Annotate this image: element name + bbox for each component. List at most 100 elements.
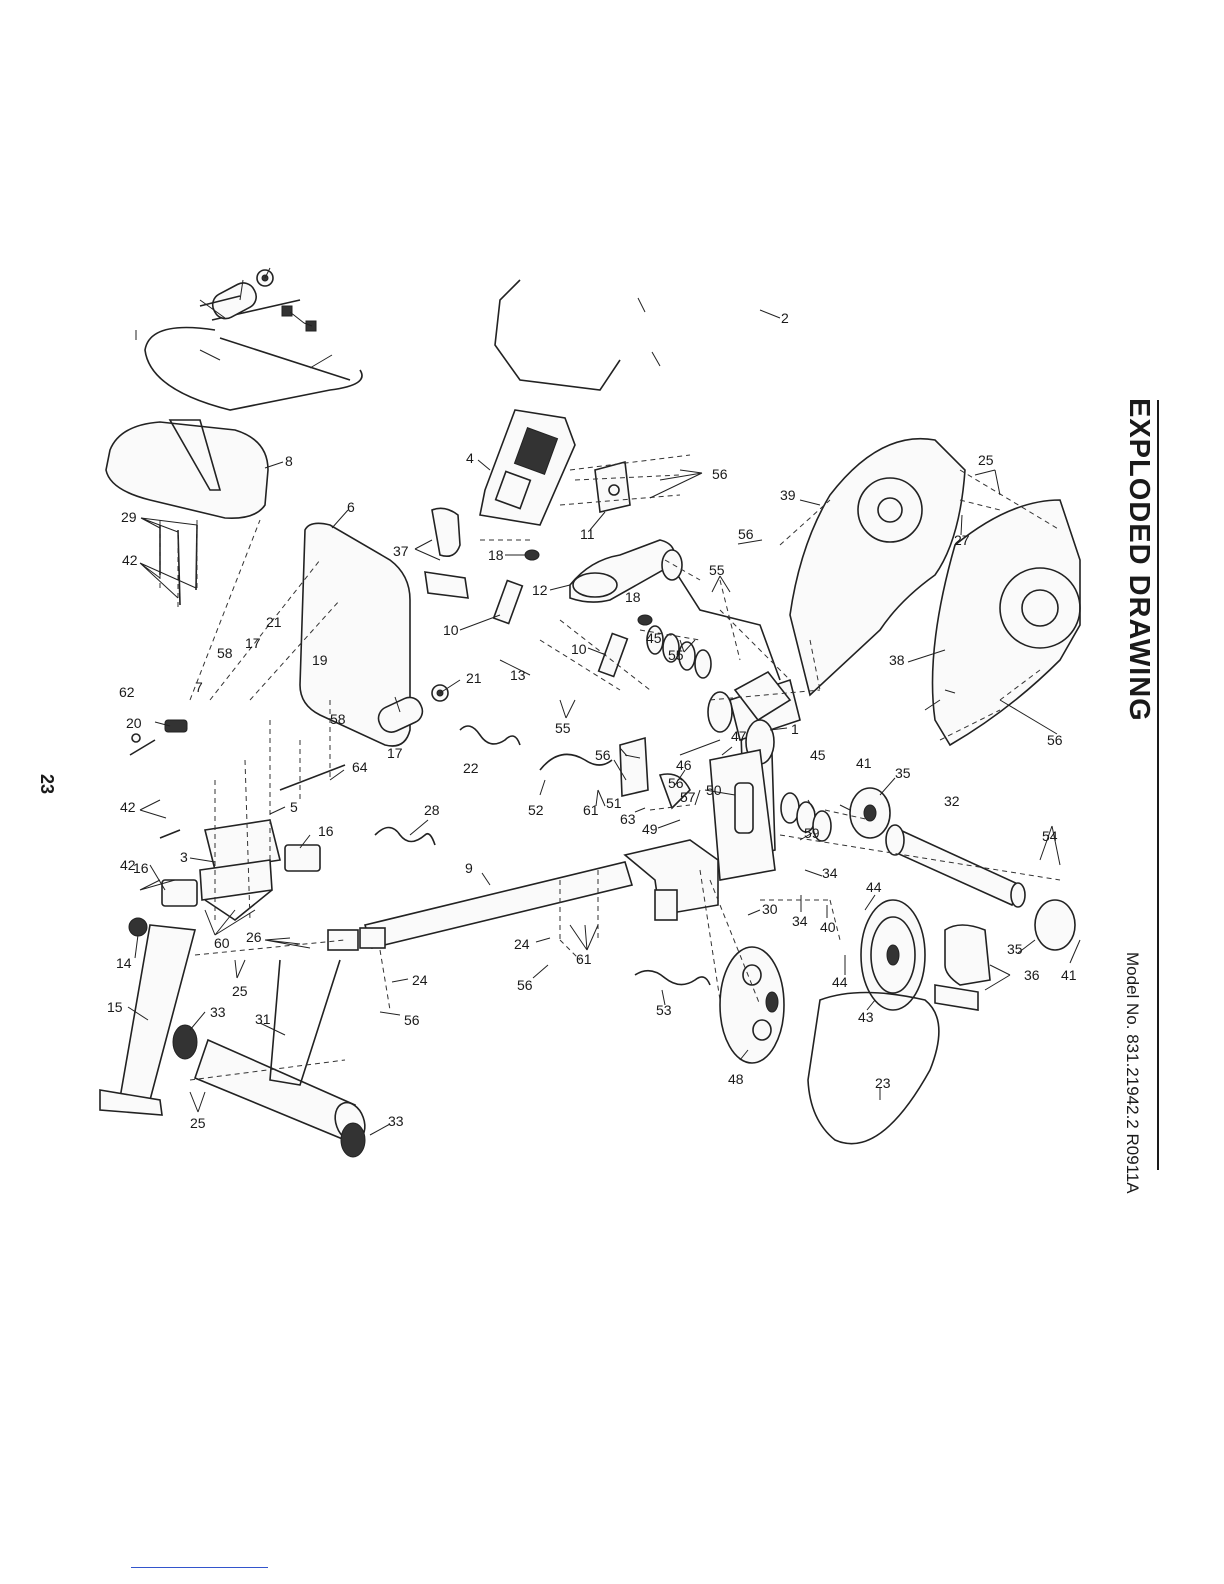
callout-42-c: 42 <box>120 857 136 873</box>
callouts: 8 6 29 42 21 17 58 19 62 7 58 20 17 21 6… <box>107 310 1077 1131</box>
pulley-43 <box>860 899 926 1011</box>
callout-35-b: 35 <box>1007 941 1023 957</box>
callout-58-a: 58 <box>217 645 233 661</box>
leveling-foot-14 <box>128 917 148 937</box>
crank-housing <box>709 719 776 881</box>
frame-connector <box>623 839 719 921</box>
upright-plate-2 <box>733 670 792 722</box>
callout-19: 19 <box>312 652 328 668</box>
callout-44-a: 44 <box>866 879 882 895</box>
seat-carriage-3 <box>199 819 281 921</box>
bearing-stack-45 <box>646 625 832 842</box>
wire-harnesses-22-28-53 <box>374 725 711 986</box>
callout-17-b: 17 <box>387 745 403 761</box>
shroud-38 <box>931 499 1081 747</box>
callout-56-d: 56 <box>517 977 533 993</box>
callout-24-b: 24 <box>412 972 428 988</box>
callout-9: 9 <box>465 860 473 876</box>
callout-3: 3 <box>180 849 188 865</box>
callout-40: 40 <box>820 919 836 935</box>
callout-11: 11 <box>580 526 595 542</box>
callout-7: 7 <box>195 679 203 695</box>
callout-47: 47 <box>731 728 747 744</box>
callout-22: 22 <box>463 760 479 776</box>
callout-61-b: 61 <box>576 951 592 967</box>
magnet-bracket-51-46 <box>619 736 691 810</box>
end-caps-33 <box>172 1024 366 1158</box>
callout-28: 28 <box>424 802 440 818</box>
callout-35-a: 35 <box>895 765 911 781</box>
callout-17-a: 17 <box>245 635 261 651</box>
end-caps-16-20 <box>161 719 321 907</box>
callout-39: 39 <box>780 487 796 503</box>
callout-48: 48 <box>728 1071 744 1087</box>
callout-21-a: 21 <box>266 614 282 630</box>
leader-lines <box>127 267 1081 1136</box>
callout-56-e: 56 <box>404 1012 420 1028</box>
console-4 <box>479 409 576 526</box>
callout-10-b: 10 <box>571 641 587 657</box>
callout-21-b: 21 <box>466 670 482 686</box>
title-rule <box>1157 400 1159 1170</box>
callout-25-a: 25 <box>232 983 248 999</box>
callout-51: 51 <box>606 795 622 811</box>
callout-53: 53 <box>656 1002 672 1018</box>
callout-14: 14 <box>116 955 132 971</box>
callout-20: 20 <box>126 715 142 731</box>
callout-31: 31 <box>255 1011 271 1027</box>
callout-18-b: 18 <box>625 589 641 605</box>
seat-cushion-8 <box>105 421 269 520</box>
pedal-36 <box>934 924 991 1011</box>
callout-58-b: 58 <box>330 711 346 727</box>
callout-63: 63 <box>620 811 636 827</box>
callout-56-g: 56 <box>1047 732 1063 748</box>
callout-61-a: 61 <box>583 802 599 818</box>
callout-55-c: 55 <box>555 720 571 736</box>
callout-52: 52 <box>528 802 544 818</box>
callout-29: 29 <box>121 509 137 525</box>
callout-24-a: 24 <box>514 936 530 952</box>
belt-23 <box>807 991 940 1145</box>
callout-27: 27 <box>954 532 970 548</box>
callout-30: 30 <box>762 901 778 917</box>
callout-50: 50 <box>706 782 722 798</box>
shroud-39 <box>789 437 966 697</box>
callout-6: 6 <box>347 499 355 515</box>
callout-54: 54 <box>1042 828 1058 844</box>
callout-44-b: 44 <box>832 974 848 990</box>
front-upright-frame <box>269 929 359 1086</box>
callout-26: 26 <box>246 929 262 945</box>
callout-41-b: 41 <box>1061 967 1077 983</box>
seat-pad-17 <box>211 282 424 733</box>
callout-62: 62 <box>119 684 135 700</box>
callout-16-a: 16 <box>318 823 334 839</box>
callout-60: 60 <box>214 935 230 951</box>
callout-25-b: 25 <box>190 1115 206 1131</box>
handlebar-frame-12-13 <box>494 279 781 681</box>
callout-56-b: 56 <box>595 747 611 763</box>
callout-55-b: 55 <box>668 647 684 663</box>
idler-assembly-32 <box>849 787 1076 951</box>
callout-33-b: 33 <box>388 1113 404 1129</box>
callout-59: 59 <box>804 825 820 841</box>
callout-1: 1 <box>791 721 799 737</box>
callout-25-c: 25 <box>978 452 994 468</box>
callout-46: 46 <box>676 757 692 773</box>
callout-56-a: 56 <box>712 466 728 482</box>
callout-38: 38 <box>889 652 905 668</box>
callout-37: 37 <box>393 543 409 559</box>
callout-33-a: 33 <box>210 1004 226 1020</box>
grips-10-18 <box>492 549 653 678</box>
console-bracket-11 <box>594 460 631 513</box>
callout-64: 64 <box>352 759 368 775</box>
callout-42-a: 42 <box>122 552 138 568</box>
callout-4: 4 <box>466 450 474 466</box>
callout-34-b: 34 <box>792 913 808 929</box>
callout-56-f: 56 <box>738 526 754 542</box>
callout-15: 15 <box>107 999 123 1015</box>
callout-13: 13 <box>510 667 526 683</box>
callout-12: 12 <box>532 582 548 598</box>
callout-10-a: 10 <box>443 622 459 638</box>
callout-55-a: 55 <box>709 562 725 578</box>
